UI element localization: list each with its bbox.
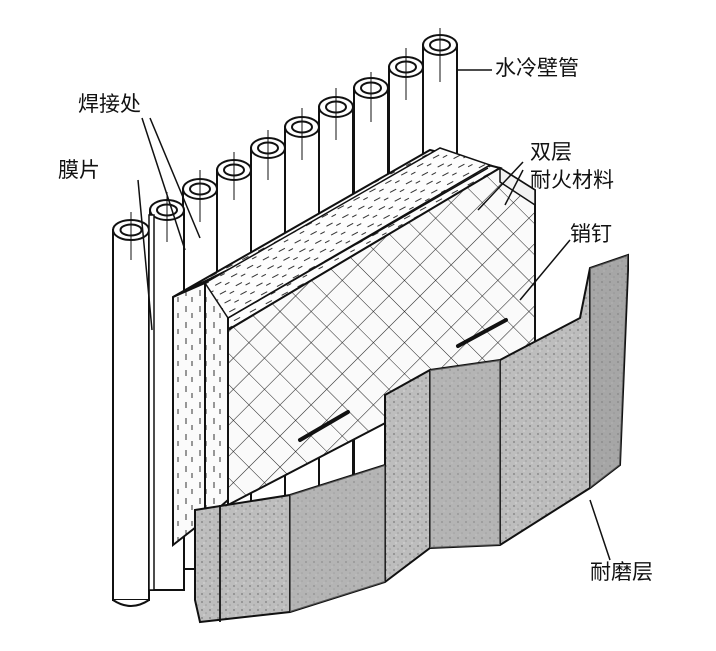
label-pin: 销钉 bbox=[570, 222, 612, 246]
leader-fin bbox=[137, 179, 153, 331]
leader-pin bbox=[519, 239, 571, 301]
leader-weld-1 bbox=[141, 117, 186, 251]
label-double-layer: 双层 bbox=[530, 140, 572, 164]
refractory-block bbox=[172, 147, 536, 548]
label-weld-joint: 焊接处 bbox=[78, 92, 141, 116]
refractory-side-outer bbox=[172, 281, 206, 548]
refractory-mesh-face bbox=[227, 166, 536, 507]
pin-2 bbox=[456, 318, 508, 348]
leader-weld-2 bbox=[149, 117, 201, 239]
refractory-top-upper bbox=[203, 147, 492, 320]
label-refractory-material: 耐火材料 bbox=[530, 168, 614, 192]
label-fin: 膜片 bbox=[58, 158, 100, 182]
pins bbox=[298, 318, 508, 442]
label-wear-layer: 耐磨层 bbox=[590, 560, 653, 584]
pin-1 bbox=[298, 410, 350, 442]
leader-lines bbox=[137, 69, 611, 561]
leader-wear-layer bbox=[589, 499, 611, 561]
fin-strip bbox=[148, 214, 155, 591]
tube-10 bbox=[112, 219, 150, 607]
wear-layer bbox=[194, 253, 629, 624]
leader-refractory-1 bbox=[477, 161, 524, 211]
label-water-wall-tube: 水冷壁管 bbox=[495, 56, 579, 80]
tube-center-lines bbox=[130, 28, 441, 260]
leader-refractory-2 bbox=[504, 169, 524, 206]
